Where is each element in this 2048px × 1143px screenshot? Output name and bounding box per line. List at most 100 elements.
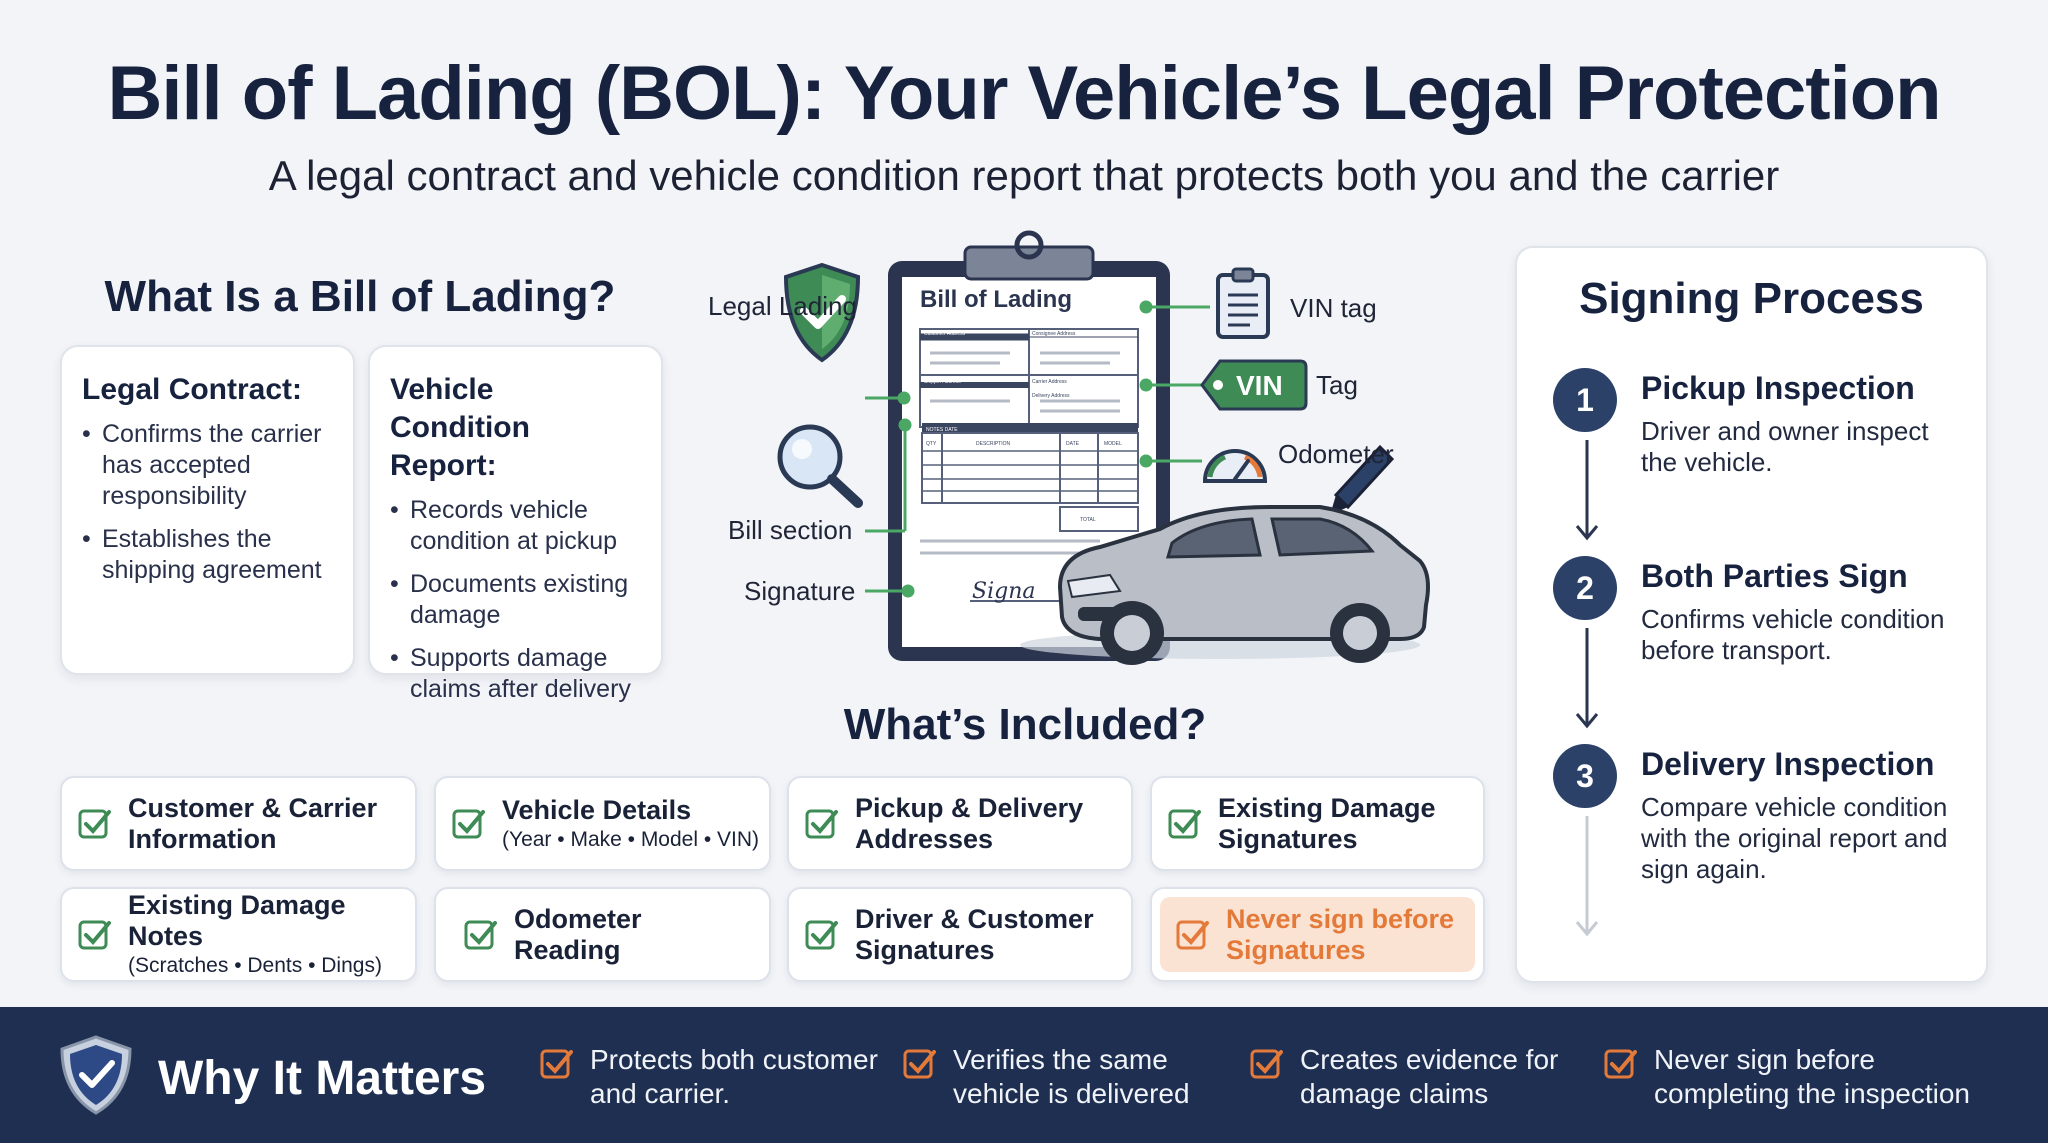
included-label: Odometer Reading: [514, 903, 642, 965]
step-title: Pickup Inspection: [1641, 370, 1915, 406]
included-label: Existing Damage Signatures: [1218, 792, 1436, 854]
step-desc: Compare vehicle condition with the origi…: [1641, 792, 1948, 884]
card-bullets: Confirms the carrier has accepted respon…: [82, 419, 333, 586]
checkbox-icon: [452, 809, 485, 838]
callout-signature: Signature: [744, 576, 856, 606]
step-number: 2: [1553, 556, 1617, 620]
included-label: Driver & Customer Signatures: [855, 903, 1094, 965]
footer-item: Protects both customer and carrier.: [540, 1043, 880, 1111]
included-sub: (Scratches • Dents • Dings): [128, 954, 382, 977]
step-number: 1: [1553, 368, 1617, 432]
vehicle-condition-card: Vehicle Condition Report: Records vehicl…: [368, 345, 663, 703]
card-title: Vehicle Condition Report:: [390, 373, 530, 482]
callout-bill-section: Bill section: [728, 515, 853, 545]
card-bullets: Records vehicle condition at pickup Docu…: [390, 495, 641, 705]
checkbox-icon: [540, 1049, 573, 1079]
bullet-item: Records vehicle condition at pickup: [390, 495, 641, 557]
included-heading: What’s Included?: [843, 700, 1207, 749]
included-item: Driver & Customer Signatures: [787, 887, 1133, 982]
included-item: Vehicle Details(Year • Make • Model • VI…: [434, 776, 771, 871]
included-label: Never sign before Signatures: [1226, 903, 1455, 965]
footer-item: Creates evidence for damage claims: [1250, 1043, 1580, 1111]
step-number: 3: [1553, 744, 1617, 808]
step-desc: Driver and owner inspect the vehicle.: [1641, 416, 1929, 477]
included-label: Customer & Carrier Information: [128, 792, 378, 854]
form-label: QTY: [926, 441, 937, 447]
bullet-item: Supports damage claims after delivery: [390, 643, 641, 705]
vin-tag-icon: [1216, 267, 1270, 339]
magnifier-icon: [777, 424, 863, 508]
bullet-item: Documents existing damage: [390, 569, 641, 631]
footer-title: Why It Matters: [158, 1052, 487, 1105]
checkbox-icon: [1168, 809, 1201, 838]
illustration-svg: Bill of Lading Signa Customer Address Co…: [777, 230, 1430, 665]
included-label: Vehicle Details: [502, 794, 692, 825]
footer-item-text: Protects both customer and carrier.: [590, 1044, 878, 1109]
down-arrow-icon: [1575, 816, 1599, 937]
included-item: Existing Damage Notes (Scratches • Dents …: [60, 887, 417, 982]
included-item: Pickup & Delivery Addresses: [787, 776, 1133, 871]
footer-item: Verifies the same vehicle is delivered: [903, 1043, 1213, 1111]
footer-item-text: Never sign before completing the inspect…: [1654, 1044, 1970, 1109]
checkbox-icon: [1604, 1049, 1637, 1079]
form-label: Consignee Address: [1032, 331, 1076, 337]
callout-odometer: Odometer: [1278, 439, 1394, 469]
form-label: Carrier Address: [1032, 379, 1067, 385]
callout-tag: Tag: [1316, 370, 1358, 400]
document-title: Bill of Lading: [920, 286, 1072, 313]
page-title: Bill of Lading (BOL): Your Vehicle’s Leg…: [107, 51, 1941, 136]
car-icon: [1020, 505, 1430, 665]
odometer-icon: [1202, 449, 1268, 483]
form-label: MODEL: [1104, 441, 1122, 447]
down-arrow-icon: [1575, 440, 1599, 541]
signing-heading: Signing Process: [1579, 274, 1924, 323]
checkbox-icon: [903, 1049, 936, 1079]
form-label: Delivery Address: [1032, 393, 1070, 399]
shield-icon: [60, 1035, 132, 1115]
form-label: DATE: [1066, 441, 1080, 447]
checkbox-icon: [78, 920, 111, 949]
included-label: Existing Damage Notes: [128, 890, 346, 951]
included-sub: (Year • Make • Model • VIN): [502, 827, 760, 851]
step-title: Both Parties Sign: [1641, 558, 1908, 594]
what-is-heading: What Is a Bill of Lading?: [104, 272, 616, 321]
footer-item: Never sign before completing the inspect…: [1604, 1043, 2014, 1111]
included-label: Pickup & Delivery Addresses: [855, 792, 1084, 854]
callout-legal-lading: Legal Lading: [708, 291, 857, 321]
footer-item-text: Verifies the same vehicle is delivered: [953, 1044, 1190, 1109]
included-item: Odometer Reading: [434, 887, 771, 982]
bol-illustration: Bill of Lading Signa Customer Address Co…: [680, 225, 1460, 665]
form-label: Shipper Address: [924, 379, 961, 385]
page-subtitle: A legal contract and vehicle condition r…: [268, 152, 1780, 199]
legal-contract-card: Legal Contract: Confirms the carrier has…: [60, 345, 355, 675]
connector-lines: [865, 300, 1210, 598]
form-label: TOTAL: [1080, 517, 1096, 523]
checkbox-icon: [805, 809, 838, 838]
card-title: Legal Contract:: [82, 373, 303, 406]
form-label: Customer Address: [924, 331, 966, 337]
vin-badge-icon: VIN: [1200, 359, 1308, 411]
checkbox-icon: [1250, 1049, 1283, 1079]
step-desc: Confirms vehicle condition before transp…: [1641, 604, 1945, 665]
bullet-item: Establishes the shipping agreement: [82, 524, 333, 586]
step-title: Delivery Inspection: [1641, 746, 1935, 782]
callout-vin-tag: VIN tag: [1290, 293, 1377, 323]
included-item-warning: Never sign before Signatures: [1150, 887, 1485, 982]
signature-scrawl: Signa: [972, 579, 1035, 604]
shield-check-icon: [783, 262, 861, 363]
form-label: DESCRIPTION: [976, 441, 1011, 447]
down-arrow-icon: [1575, 628, 1599, 729]
included-item: Customer & Carrier Information: [60, 776, 417, 871]
signing-process-panel: Signing Process 1 Pickup Inspection Driv…: [1515, 246, 1988, 983]
warning-highlight: [1160, 897, 1475, 972]
footer-item-text: Creates evidence for damage claims: [1300, 1044, 1559, 1109]
why-it-matters-bar: Why It Matters Protects both customer an…: [0, 1007, 2048, 1143]
included-item: Existing Damage Signatures: [1150, 776, 1485, 871]
checkbox-icon: [464, 920, 497, 949]
form-label: NOTES DATE: [926, 427, 958, 433]
vin-badge-label: VIN: [1236, 370, 1283, 401]
checkbox-icon: [805, 920, 838, 949]
checkbox-icon: [78, 809, 111, 838]
bullet-item: Confirms the carrier has accepted respon…: [82, 419, 333, 512]
checkbox-warning-icon: [1176, 920, 1209, 949]
